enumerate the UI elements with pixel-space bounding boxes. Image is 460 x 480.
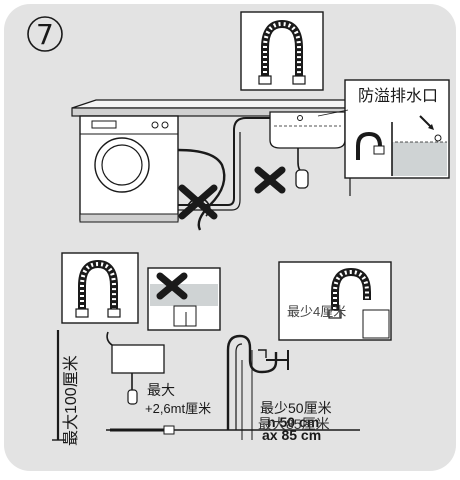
hose-icon xyxy=(240,11,324,91)
standpipe-hose-outer xyxy=(178,132,241,211)
callout-leader xyxy=(317,109,349,117)
min-height-metric: n 50 cm xyxy=(267,414,320,430)
max-label: 最大 xyxy=(147,382,175,398)
height-value-label: +2,6mt厘米 xyxy=(145,401,212,416)
overflow-callout xyxy=(344,79,450,179)
standpipe-hose xyxy=(178,117,270,206)
standpipe-trap xyxy=(226,334,289,430)
sink-icon xyxy=(269,111,346,189)
cross-icon xyxy=(254,166,286,194)
wall-callout xyxy=(278,261,392,341)
hose-icon xyxy=(61,252,139,324)
step-badge xyxy=(27,16,63,52)
max-height-metric: ax 85 cm xyxy=(262,427,322,443)
max-height-label: 最大100厘米 xyxy=(63,355,80,446)
min-clearance-label: 最少4厘米 xyxy=(287,304,347,319)
washing-machine-icon xyxy=(79,115,179,223)
overflow-outlet-label: 防溢排水口 xyxy=(358,88,439,105)
height-dimension xyxy=(241,350,253,440)
step-number: 7 xyxy=(36,18,54,51)
water-tank-icon xyxy=(106,331,165,405)
tap-icon xyxy=(258,349,267,358)
vertical-dimension xyxy=(52,330,66,441)
cross-icon xyxy=(156,272,188,300)
max-height-label-2: 最大85厘米 xyxy=(258,416,330,432)
min-height-label: 最少50厘米 xyxy=(260,400,332,416)
cross-icon xyxy=(178,184,218,220)
floor-coupling xyxy=(163,425,175,435)
